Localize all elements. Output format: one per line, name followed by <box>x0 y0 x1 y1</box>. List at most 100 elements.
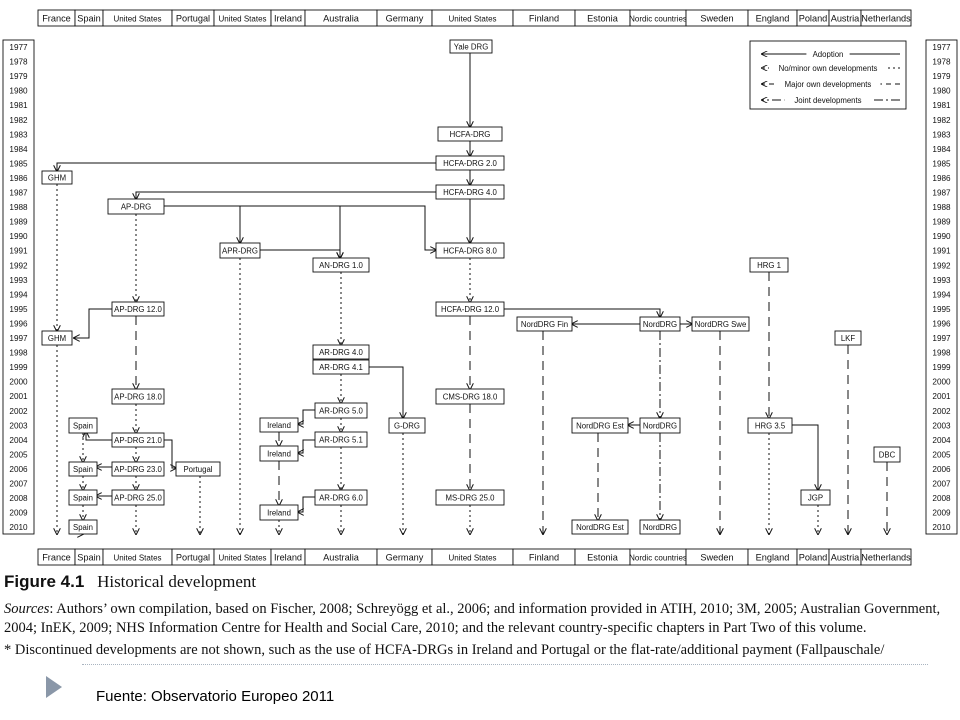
year-label-left-1982: 1982 <box>9 116 28 125</box>
system-label-gdrg-32: G-DRG <box>394 422 420 431</box>
legend-label-major: Major own developments <box>785 80 872 89</box>
system-box-ar41-25 <box>312 359 370 375</box>
connector-40 <box>368 366 403 418</box>
system-box-portugal-21 <box>175 461 221 477</box>
country-cell-top-netherlands <box>860 9 912 27</box>
year-label-left-1977: 1977 <box>9 43 28 52</box>
country-label-bottom-sweden: Sweden <box>700 553 733 563</box>
country-label-top-sweden: Sweden <box>700 14 733 24</box>
system-label-nordest-38: NordDRG Est <box>576 523 624 532</box>
year-label-left-1981: 1981 <box>9 101 28 110</box>
legend-label-bg-joint <box>784 95 872 105</box>
country-label-top-portugal: Portugal <box>176 14 210 24</box>
year-label-right-1977: 1977 <box>932 43 951 52</box>
year-label-right-2006: 2006 <box>932 465 951 474</box>
legend-label-no-minor: No/minor own developments <box>779 64 878 73</box>
legend-label-adoption: Adoption <box>813 50 844 59</box>
year-label-right-1993: 1993 <box>932 276 951 285</box>
connector-44 <box>298 496 315 512</box>
year-label-left-1998: 1998 <box>9 349 28 358</box>
system-box-ghm-9 <box>41 170 73 185</box>
connector-43 <box>298 439 315 453</box>
system-box-ar50-26 <box>314 402 368 419</box>
system-box-ms25-8 <box>435 489 505 506</box>
system-label-ar41-25: AR-DRG 4.1 <box>319 363 363 372</box>
system-box-ireland-30 <box>259 445 299 462</box>
year-label-left-1980: 1980 <box>9 87 28 96</box>
year-label-left-2001: 2001 <box>9 392 28 401</box>
system-label-hcfa12-6: HCFA-DRG 12.0 <box>441 305 500 314</box>
system-label-ghm-9: GHM <box>48 174 66 183</box>
country-label-bottom-netherlands: Netherlands <box>861 553 911 563</box>
connector-59 <box>792 424 818 490</box>
system-label-ap23-15: AP-DRG 23.0 <box>114 465 162 474</box>
legend-label-bg-major <box>775 79 881 89</box>
year-label-right-1978: 1978 <box>932 58 951 67</box>
year-label-right-1979: 1979 <box>932 72 951 81</box>
play-arrow-icon <box>46 676 62 698</box>
system-box-ap25-16 <box>111 489 165 506</box>
year-label-right-2003: 2003 <box>932 421 951 430</box>
system-label-ar51-27: AR-DRG 5.1 <box>319 436 363 445</box>
year-label-right-1991: 1991 <box>932 247 951 256</box>
system-box-gdrg-32 <box>388 417 426 434</box>
country-label-bottom-ireland: Ireland <box>274 553 302 563</box>
year-label-left-1986: 1986 <box>9 174 28 183</box>
system-label-ireland-31: Ireland <box>267 509 291 518</box>
year-label-left-1996: 1996 <box>9 319 28 328</box>
system-label-hcfa2-3: HCFA-DRG 2.0 <box>443 159 497 168</box>
system-label-lkf-43: LKF <box>841 334 856 343</box>
year-column-left <box>2 39 35 535</box>
system-box-ireland-29 <box>259 417 299 433</box>
country-label-top-australia: Australia <box>323 14 360 24</box>
footer-divider <box>82 664 928 665</box>
system-box-nordest-38 <box>571 519 629 535</box>
country-label-bottom-united-states: United States <box>448 554 496 563</box>
year-label-left-1995: 1995 <box>9 305 28 314</box>
year-label-left-1988: 1988 <box>9 203 28 212</box>
country-label-bottom-france: France <box>42 553 71 563</box>
system-label-jgp-42: JGP <box>808 494 823 503</box>
country-label-top-united-states: United States <box>113 15 161 24</box>
country-label-bottom-poland: Poland <box>799 553 828 563</box>
year-label-right-1997: 1997 <box>932 334 951 343</box>
year-label-left-2007: 2007 <box>9 480 28 489</box>
system-label-hcfa-2: HCFA-DRG <box>450 130 491 139</box>
connector-42 <box>298 409 315 424</box>
year-column-right <box>925 39 958 535</box>
country-label-top-poland: Poland <box>799 14 828 24</box>
country-label-bottom-australia: Australia <box>323 553 360 563</box>
system-box-hcfa4-4 <box>435 184 505 200</box>
year-label-right-2008: 2008 <box>932 494 951 503</box>
year-label-left-1994: 1994 <box>9 290 28 299</box>
system-label-ap12-12: AP-DRG 12.0 <box>114 305 162 314</box>
system-label-spain-18: Spain <box>73 465 93 474</box>
system-label-ireland-29: Ireland <box>267 421 291 430</box>
system-box-hcfa12-6 <box>435 301 505 317</box>
system-box-ghm-10 <box>41 330 73 346</box>
system-label-an1-23: AN-DRG 1.0 <box>319 261 363 270</box>
country-label-top-austria: Austria <box>831 14 860 24</box>
system-label-dbc-44: DBC <box>879 451 896 460</box>
year-label-left-2000: 2000 <box>9 378 28 387</box>
system-label-hcfa8-5: HCFA-DRG 8.0 <box>443 247 497 256</box>
system-label-nordfin-33: NordDRG Fin <box>521 320 568 329</box>
connector-20 <box>164 205 436 250</box>
year-label-right-1984: 1984 <box>932 145 951 154</box>
country-label-top-germany: Germany <box>386 14 424 24</box>
sources-body: : Authors’ own compilation, based on Fis… <box>4 601 941 636</box>
year-label-right-2009: 2009 <box>932 509 951 518</box>
country-label-top-ireland: Ireland <box>274 14 302 24</box>
system-label-ar40-24: AR-DRG 4.0 <box>319 348 363 357</box>
sources-text: Sources: Authors’ own compilation, based… <box>4 600 954 638</box>
system-box-ireland-31 <box>259 504 299 521</box>
system-label-hrg1-40: HRG 1 <box>757 261 781 270</box>
year-label-right-1981: 1981 <box>932 101 951 110</box>
country-label-bottom-united-states: United States <box>113 554 161 563</box>
system-label-norddrg-39: NordDRG <box>643 523 677 532</box>
connector-23 <box>86 432 112 441</box>
system-label-spain-20: Spain <box>73 523 93 532</box>
system-box-ar60-28 <box>314 489 368 506</box>
country-label-bottom-united-states: United States <box>218 554 266 563</box>
system-label-norddrg-37: NordDRG <box>643 422 677 431</box>
